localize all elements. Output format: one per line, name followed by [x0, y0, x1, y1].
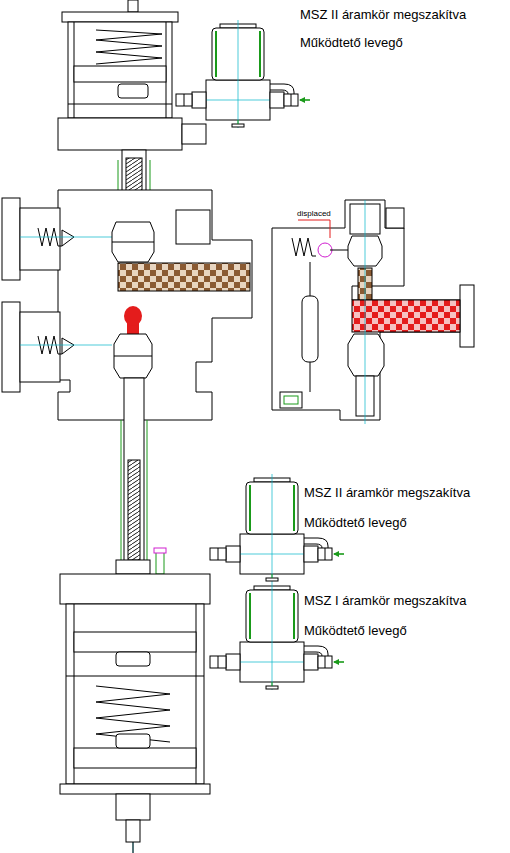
air-supply-label: Működtető levegő — [304, 516, 407, 531]
circuit-note: MSZ I áramkör megszakítva — [304, 594, 467, 609]
air-supply-label: Működtető levegő — [304, 624, 407, 639]
displaced-note: displaced — [297, 209, 331, 218]
air-supply-label: Működtető levegő — [300, 36, 403, 51]
circuit-note: MSZ II áramkör megszakítva — [300, 8, 466, 23]
circuit-note: MSZ II áramkör megszakítva — [304, 486, 470, 501]
